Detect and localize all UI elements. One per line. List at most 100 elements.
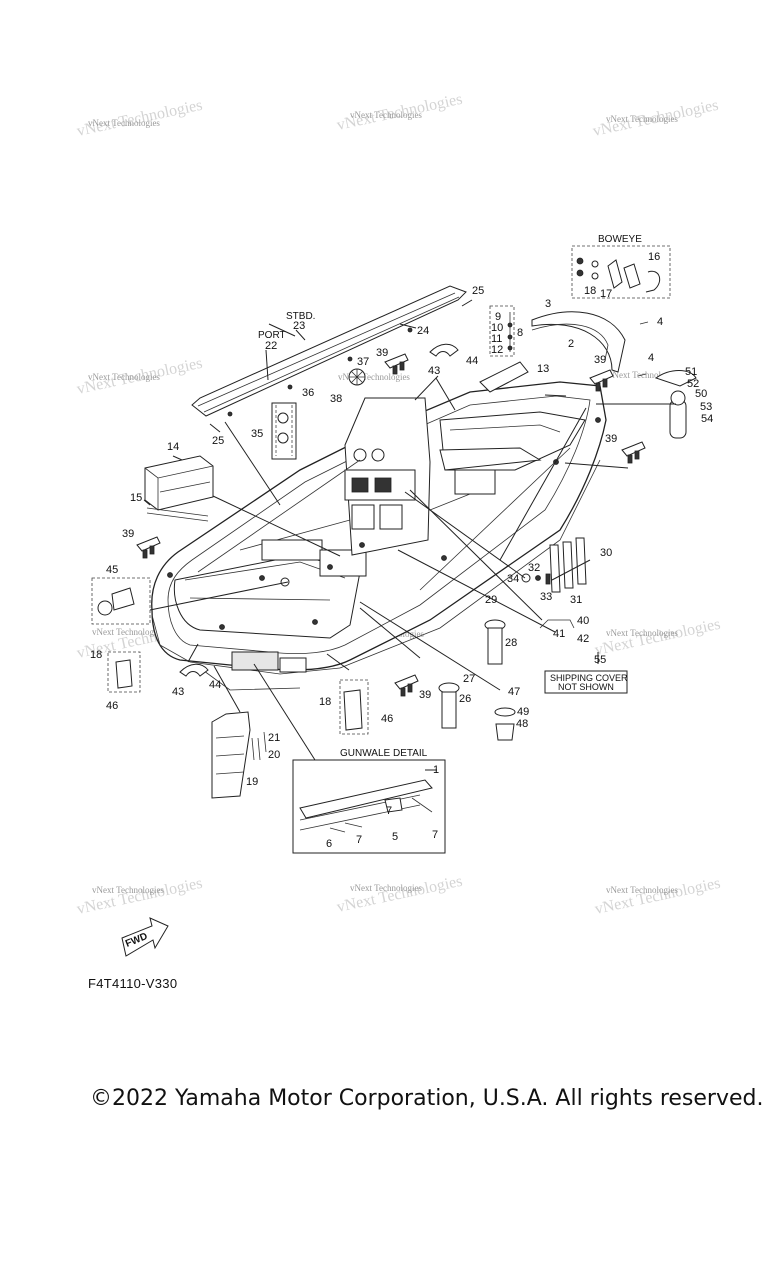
callout-37: 37 [357,356,369,368]
speaker-group [91,577,151,625]
callout-52: 52 [687,378,699,390]
watermark: vNext Technologies [350,883,422,893]
watermark: vNext Technologies [88,372,160,382]
callout-31: 31 [570,594,582,606]
callout-44: 44 [466,355,478,367]
callout-25: 25 [472,285,484,297]
callout-32: 32 [528,562,540,574]
watermark: vNext Technologies [606,628,678,638]
callout-4: 4 [657,316,663,328]
callout-41: 41 [553,628,565,640]
callout-44: 44 [209,679,221,691]
copyright-notice: ©2022 Yamaha Motor Corporation, U.S.A. A… [90,1086,764,1111]
fwd-arrow [121,917,169,957]
grab-handle [179,663,209,677]
watermark: vNext Technologies [350,110,422,120]
rub-rail [531,311,626,373]
cleat [394,674,419,697]
callout-24: 24 [417,325,429,337]
fastener-stack [489,305,515,357]
callout-6: 6 [326,838,332,850]
cup-holder [494,707,516,741]
watermark: vNext Technologies [335,873,464,916]
watermark: vNext Technologies [338,372,410,382]
callout-2: 2 [568,338,574,350]
callout-47: 47 [508,686,520,698]
watermark: vNext Technologies [606,885,678,895]
callout-20: 20 [268,749,280,761]
callout-8: 8 [517,327,523,339]
cleat [384,353,409,375]
callout-39: 39 [419,689,431,701]
leader-lines [143,299,676,761]
cleat [136,536,161,559]
diagram-code: F4T4110-V330 [88,976,178,991]
watermark: vNext Technologies [92,627,164,637]
cup-holder [438,682,460,729]
callout-49: 49 [517,706,529,718]
boweye-group [571,245,671,299]
callout-39: 39 [594,354,606,366]
callout-29: 29 [485,594,497,606]
callout-33: 33 [540,591,552,603]
watermark: vNext Technologies [92,885,164,895]
callout-1: 1 [433,764,439,776]
callout-18: 18 [319,696,331,708]
callout-27: 27 [463,673,475,685]
callout-25: 25 [212,435,224,447]
callout-23: 23 [293,320,305,332]
drain-wheel [348,368,366,386]
callout-45: 45 [106,564,118,576]
callout-9: 9 [495,311,501,323]
callout-38: 38 [330,393,342,405]
callout-48: 48 [516,718,528,730]
gunwale-detail [292,759,446,854]
watermark: vNext Technologies [75,875,204,918]
tie-bar [539,619,575,629]
watermark: vNext Technologies [593,875,722,918]
cooler-straps [146,507,209,522]
bow-light [654,370,697,439]
callout-19: 19 [246,776,258,788]
console-plate [479,361,529,393]
callout-7: 7 [356,834,362,846]
callout-26: 26 [459,693,471,705]
callout-30: 30 [600,547,612,559]
shipping-cover-line2: NOT SHOWN [558,682,614,692]
callout-43: 43 [172,686,184,698]
callout-13: 13 [537,363,549,375]
cup-holder [484,619,506,665]
cleat [589,369,614,392]
boarding-ladder [211,711,267,799]
callout-53: 53 [700,401,712,413]
callout-7: 7 [432,829,438,841]
callout-46: 46 [381,713,393,725]
callout-12: 12 [491,344,503,356]
callout-40: 40 [577,615,589,627]
callout-18: 18 [90,649,102,661]
callout-17: 17 [600,288,612,300]
callout-22: 22 [265,340,277,352]
shipping-cover-box [544,670,628,694]
grab-handle [429,343,459,357]
callout-39: 39 [376,347,388,359]
callout-21: 21 [268,732,280,744]
callout-28: 28 [505,637,517,649]
section-port: PORT [258,330,286,341]
callout-35: 35 [251,428,263,440]
latch-group [339,679,369,735]
watermark: vNext Technologies [608,370,680,380]
callout-7: 7 [386,805,392,817]
callout-34: 34 [507,573,519,585]
callout-4: 4 [648,352,654,364]
callout-36: 36 [302,387,314,399]
callout-3: 3 [545,298,551,310]
cooler [144,455,214,511]
cleat [621,441,646,464]
shipping-cover-line1: SHIPPING COVER [550,673,628,683]
callout-50: 50 [695,388,707,400]
hatch-panel [271,402,297,460]
callout-11: 11 [491,333,502,345]
callout-54: 54 [701,413,713,425]
callout-39: 39 [605,433,617,445]
